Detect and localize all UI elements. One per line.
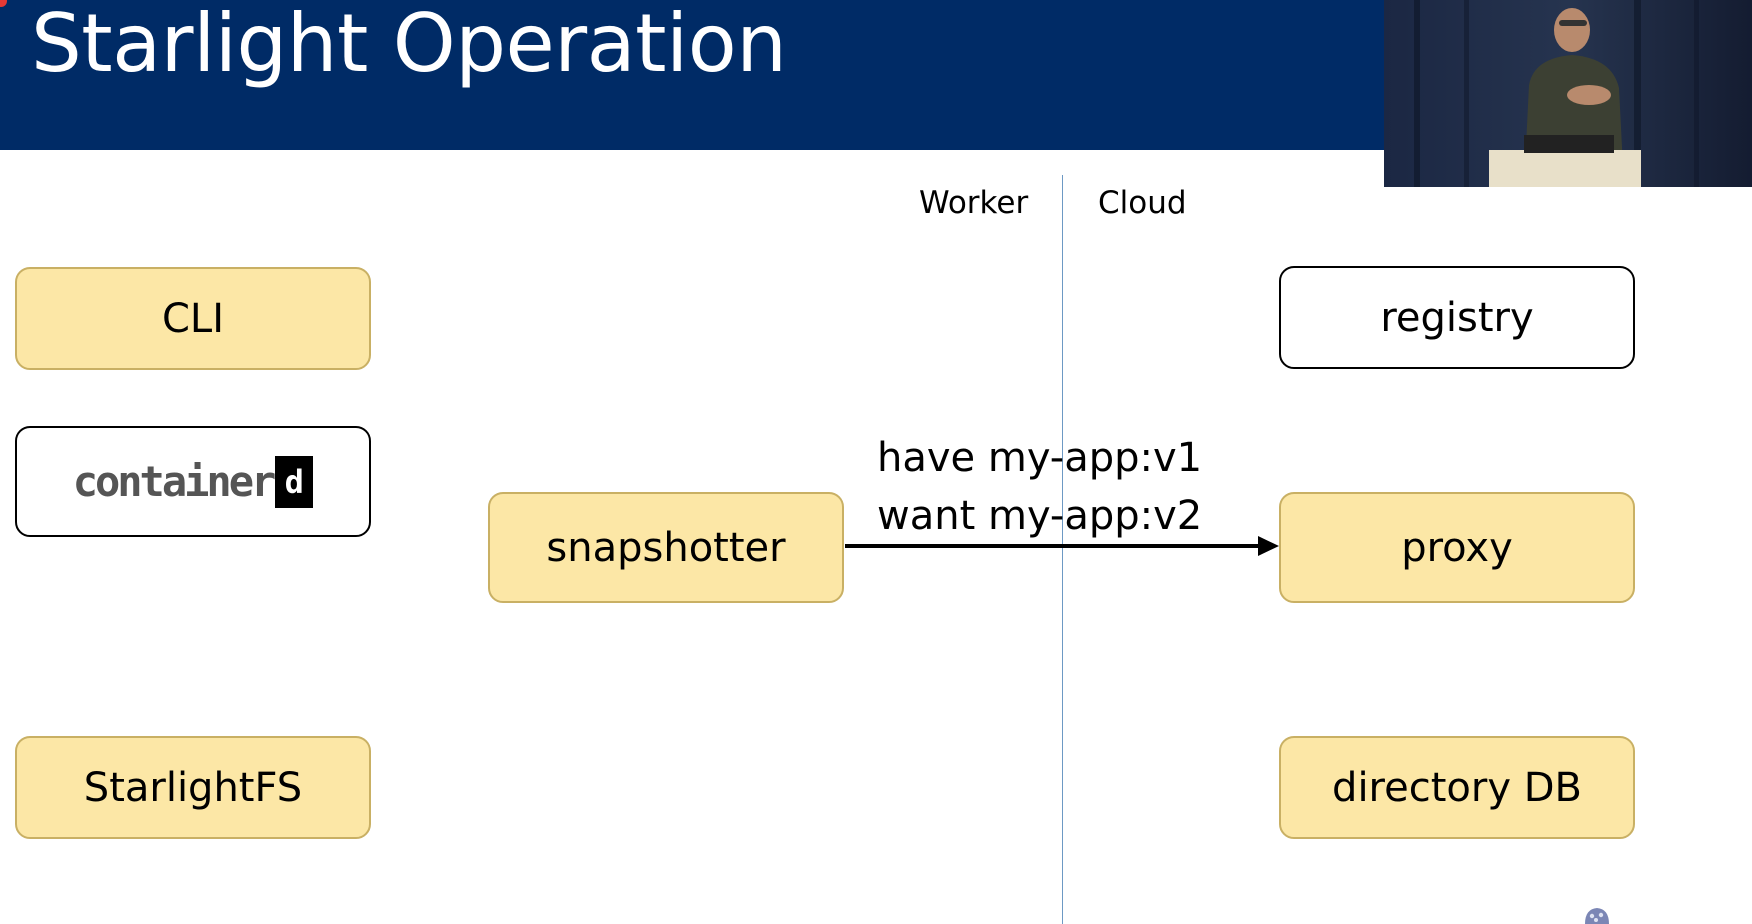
snapshotter-box: snapshotter <box>488 492 844 603</box>
directory-db-label: directory DB <box>1332 764 1582 811</box>
containerd-logo-d: d <box>275 455 314 508</box>
speaker-video <box>1384 0 1752 187</box>
proxy-box: proxy <box>1279 492 1635 603</box>
worker-cloud-divider <box>1062 175 1063 924</box>
snapshotter-label: snapshotter <box>546 524 786 571</box>
registry-box: registry <box>1279 266 1635 369</box>
want-message: want my-app:v2 <box>877 493 1203 539</box>
cli-box: CLI <box>15 267 371 370</box>
containerd-logo-text: container <box>72 457 277 506</box>
starlightfs-box: StarlightFS <box>15 736 371 839</box>
starlightfs-label: StarlightFS <box>83 764 303 811</box>
directory-db-box: directory DB <box>1279 736 1635 839</box>
proxy-label: proxy <box>1401 524 1513 571</box>
worker-label: Worker <box>919 185 1029 221</box>
recording-dot-icon <box>0 0 7 7</box>
have-message: have my-app:v1 <box>877 435 1203 481</box>
cloud-label: Cloud <box>1098 185 1187 221</box>
slide-title: Starlight Operation <box>31 0 787 90</box>
registry-label: registry <box>1380 294 1534 341</box>
cli-label: CLI <box>161 295 224 342</box>
corner-logo-icon <box>1585 908 1609 924</box>
